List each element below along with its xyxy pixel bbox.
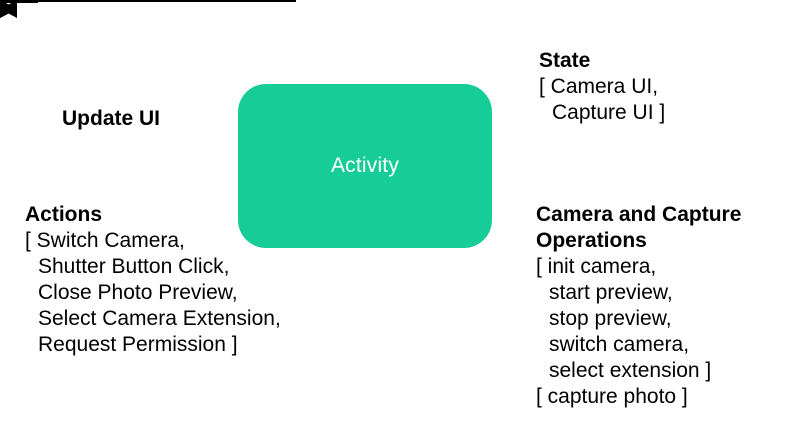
operations-label-block: Camera and Capture Operations [ init cam… [536, 202, 741, 410]
actions-line: Close Photo Preview, [38, 281, 238, 304]
actions-line: Shutter Button Click, [38, 255, 230, 278]
operations-line: start preview, [549, 281, 673, 304]
actions-line: [ Switch Camera, [25, 229, 185, 252]
operations-title: Camera and Capture [536, 203, 742, 226]
actions-line: Request Permission ] [38, 333, 238, 356]
state-label-block: State [ Camera UI, Capture UI ] [539, 48, 665, 126]
actions-line: Select Camera Extension, [38, 307, 281, 330]
update-ui-label: Update UI [62, 107, 161, 130]
state-line: Capture UI ] [552, 101, 666, 124]
operations-title: Operations [536, 229, 647, 252]
state-title: State [539, 49, 591, 72]
arrowhead-right-clipped-icon [0, 0, 17, 18]
activity-node-label: Activity [330, 154, 400, 177]
operations-line: stop preview, [549, 307, 672, 330]
actions-label-block: Actions [ Switch Camera, Shutter Button … [25, 202, 281, 358]
operations-line: [ capture photo ] [536, 385, 688, 408]
actions-title: Actions [25, 203, 103, 226]
state-line: [ Camera UI, [539, 75, 659, 98]
operations-line: switch camera, [549, 333, 690, 356]
operations-connector-line [0, 0, 296, 2]
operations-line: select extension ] [549, 359, 712, 382]
activity-node: Activity [238, 84, 492, 248]
operations-line: [ init camera, [536, 255, 657, 278]
